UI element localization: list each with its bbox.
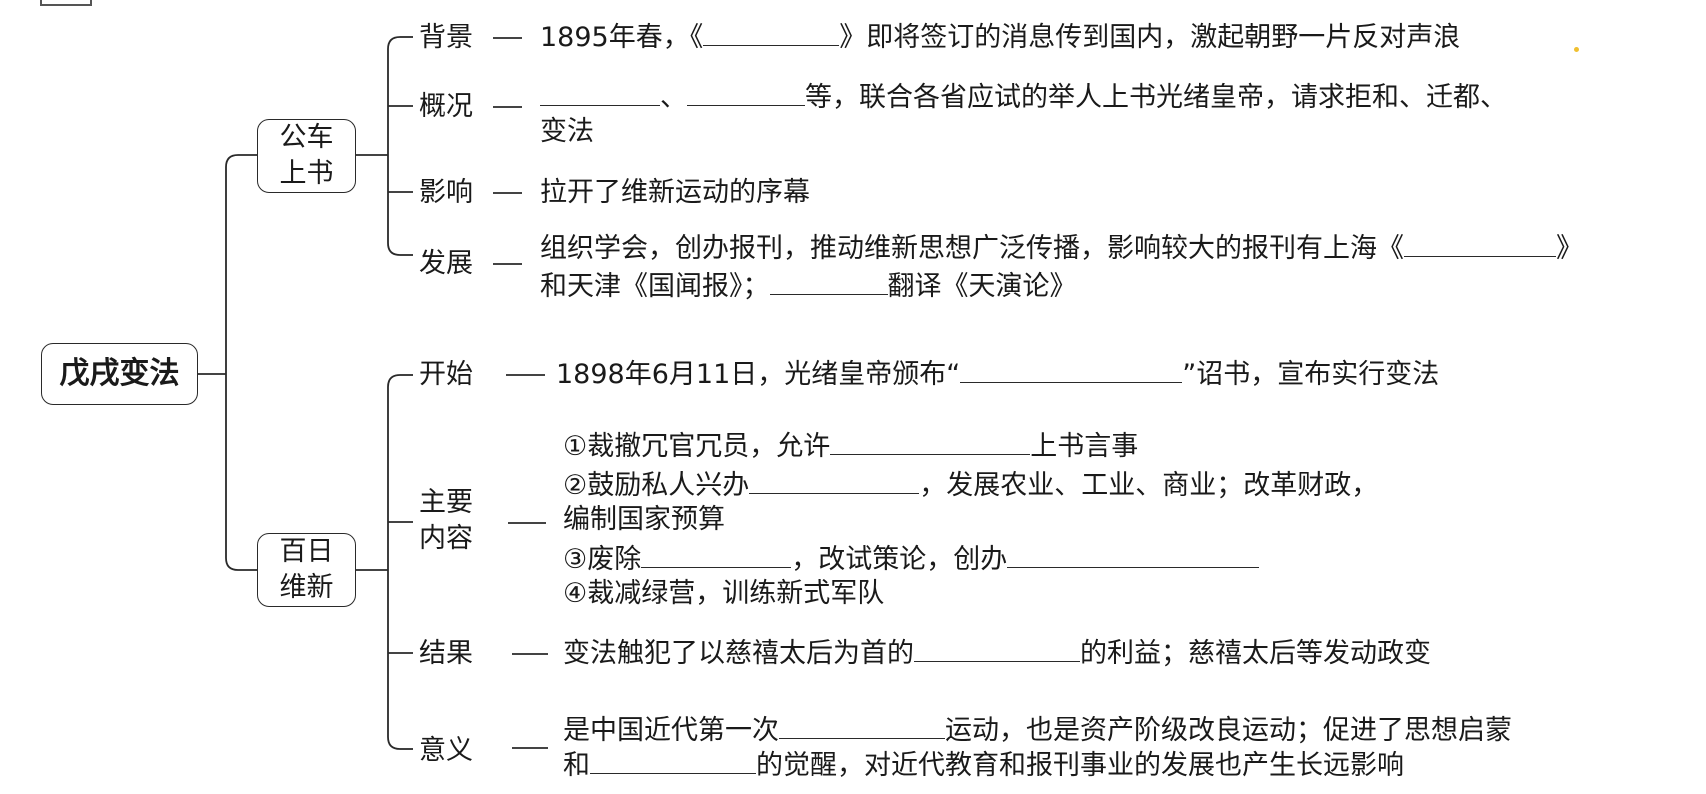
label-zhuyao-line2: 内容	[419, 523, 473, 554]
fill-blank[interactable]	[769, 270, 888, 295]
fill-blank[interactable]	[590, 749, 756, 774]
text-neirong-2: ②鼓励私人兴办，发展农业、工业、商业；改革财政，	[563, 469, 1379, 501]
text-gaikuang-line1: 、等，联合各省应试的举人上书光绪皇帝，请求拒和、迁都、	[540, 80, 1507, 116]
branch-node-bairi: 百日 维新	[257, 533, 356, 607]
label-yingxiang: 影响	[419, 177, 473, 208]
text-kaishi: 1898年6月11日，光绪皇帝颁布“”诏书，宣布实行变法	[556, 358, 1440, 390]
fill-blank[interactable]	[914, 637, 1080, 662]
label-kaishi: 开始	[419, 359, 473, 390]
corner-mark	[40, 0, 92, 6]
fill-blank[interactable]	[749, 469, 920, 494]
fill-blank[interactable]	[779, 714, 945, 739]
text-yiyi-line1: 是中国近代第一次运动，也是资产阶级改良运动；促进了思想启蒙	[563, 714, 1512, 746]
text-neirong-1: ①裁撤冗官冗员，允许上书言事	[563, 430, 1139, 462]
text-yingxiang: 拉开了维新运动的序幕	[540, 177, 810, 208]
yellow-dot	[1574, 47, 1579, 52]
branch-bairi-line2: 维新	[279, 572, 334, 603]
fill-blank[interactable]	[687, 81, 805, 106]
label-beijing: 背景	[419, 22, 473, 53]
trunk-bracket	[225, 154, 239, 571]
branch-node-gongche: 公车 上书	[257, 119, 356, 193]
label-yiyi: 意义	[419, 735, 473, 766]
text-fazhan-line2: 和天津《国闻报》；翻译《天演论》	[540, 270, 1077, 302]
branch-bairi-line1: 百日	[279, 536, 334, 567]
branch-gongche-line1: 公车	[279, 122, 334, 153]
label-jieguo: 结果	[419, 638, 473, 669]
root-node: 戊戌变法	[41, 343, 198, 405]
text-neirong-4: ③废除，改试策论，创办	[563, 542, 1260, 578]
fill-blank[interactable]	[641, 543, 792, 568]
fill-blank[interactable]	[830, 430, 1031, 455]
fill-blank[interactable]	[1007, 543, 1260, 568]
fill-blank[interactable]	[1404, 232, 1556, 257]
text-beijing: 1895年春，《》即将签订的消息传到国内，激起朝野一片反对声浪	[540, 21, 1461, 53]
label-gaikuang: 概况	[419, 91, 473, 122]
text-neirong-5: ④裁减绿营，训练新式军队	[563, 578, 885, 609]
branch2-bracket	[387, 374, 401, 750]
label-zhuyao-neirong: 主要 内容	[419, 485, 473, 557]
text-fazhan-line1: 组织学会，创办报刊，推动维新思想广泛传播，影响较大的报刊有上海《》	[540, 232, 1583, 264]
text-neirong-3: 编制国家预算	[563, 504, 725, 535]
text-jieguo: 变法触犯了以慈禧太后为首的的利益；慈禧太后等发动政变	[563, 637, 1431, 669]
text-gaikuang-line2: 变法	[540, 116, 594, 147]
fill-blank[interactable]	[960, 358, 1183, 383]
branch-gongche-line2: 上书	[279, 158, 334, 189]
label-zhuyao-line1: 主要	[419, 487, 473, 518]
text-yiyi-line2: 和的觉醒，对近代教育和报刊事业的发展也产生长远影响	[563, 749, 1404, 781]
label-fazhan: 发展	[419, 248, 473, 279]
fill-blank[interactable]	[540, 81, 660, 106]
fill-blank[interactable]	[703, 21, 840, 46]
branch1-bracket	[387, 36, 401, 256]
